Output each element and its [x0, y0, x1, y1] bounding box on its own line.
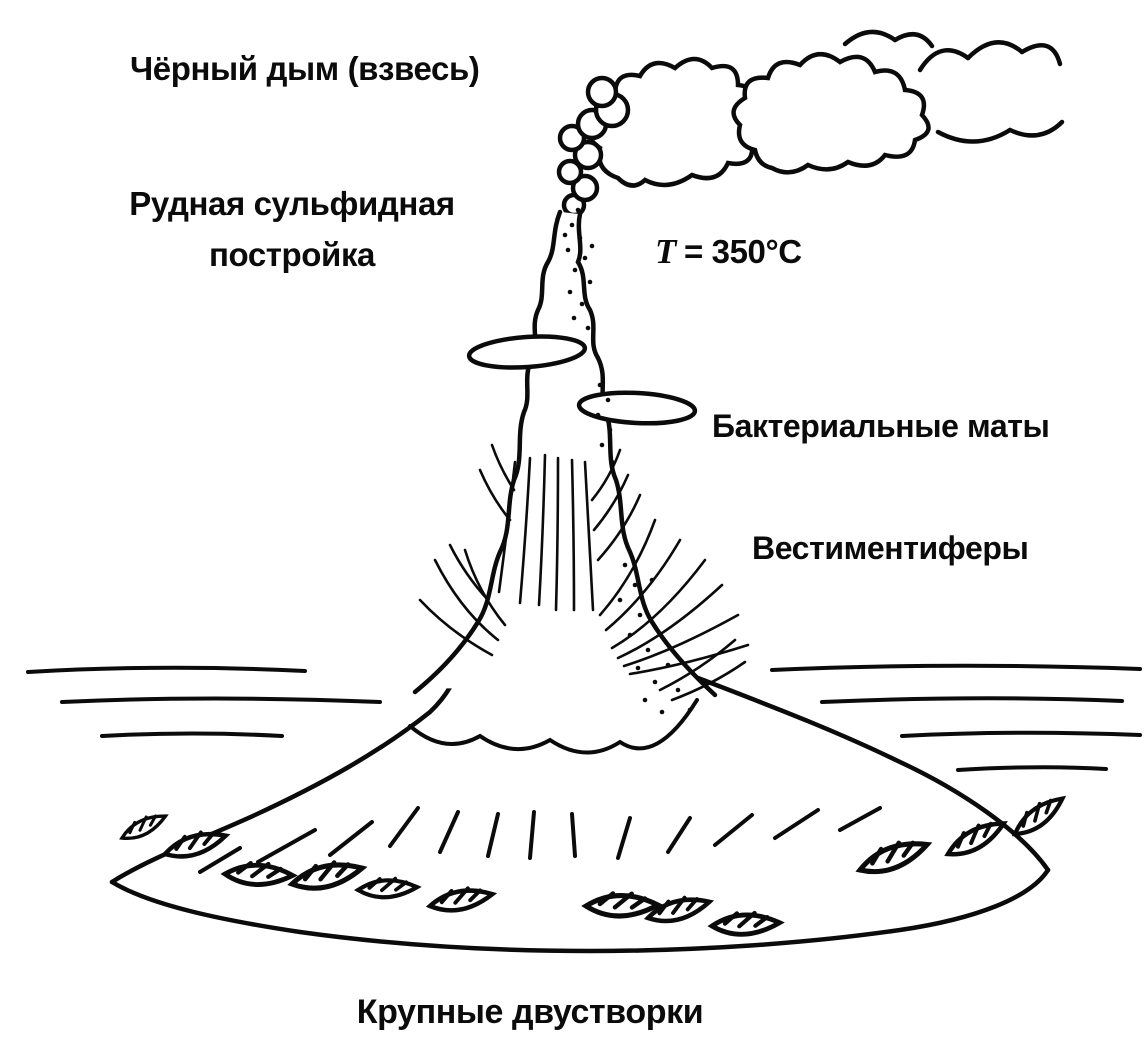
rising-smoke-puffs: [556, 75, 631, 218]
tube-worms-drawing: [418, 443, 750, 702]
stipple-dots: [562, 207, 693, 715]
smoke-plume-drawing: [556, 29, 1065, 218]
label-sulfide-structure: Рудная сульфидная постройка: [112, 178, 472, 280]
temperature-symbol: T: [655, 232, 676, 271]
label-vestimentifera: Вестиментиферы: [752, 530, 1029, 566]
label-bivalves: Крупные двустворки: [356, 993, 704, 1031]
flange-left: [466, 334, 588, 370]
label-bacterial-mats: Бактериальные маты: [712, 408, 1050, 444]
label-temperature: T= 350°C: [655, 232, 802, 272]
chimney-drawing: [412, 209, 718, 698]
mound-drawing: [109, 657, 1051, 954]
smoke-cloud: [731, 52, 931, 175]
seafloor-lines: [26, 663, 1142, 772]
label-sulfide-structure-line1: Рудная сульфидная: [129, 185, 455, 222]
temperature-value: = 350°C: [683, 233, 802, 270]
label-black-smoke: Чёрный дым (взвесь): [130, 50, 480, 87]
label-sulfide-structure-line2: постройка: [208, 236, 376, 274]
